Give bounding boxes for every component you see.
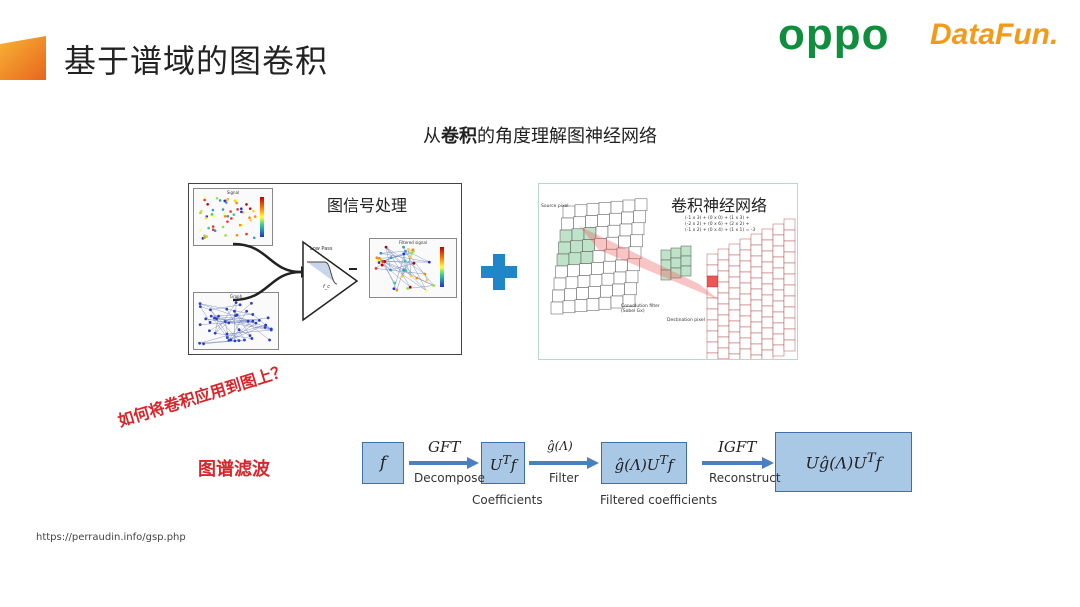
graph-thumb-label: Graph — [229, 294, 243, 299]
graph-signal-heading: 图信号处理 — [327, 196, 408, 215]
signal-thumb-label: Signal — [226, 190, 240, 195]
page-title: 基于谱域的图卷积 — [64, 42, 329, 80]
subtitle-bold: 卷积 — [441, 126, 477, 147]
filter-arrow-icon — [529, 457, 599, 469]
signal-thumbnail: Signal — [193, 188, 273, 246]
source-pixel-label: Source pixel — [541, 204, 569, 209]
formula-line-1: (-1 x 3) + (0 x 0) + (1 x 3) + — [685, 216, 750, 221]
pipeline-box-coefficients: UTf — [481, 442, 525, 484]
spectral-filtering-label: 图谱滤波 — [198, 459, 270, 480]
datafun-logo: DataFun. — [930, 18, 1059, 51]
destination-pixel-label: Destination pixel — [667, 318, 705, 323]
convolution-illustration — [550, 198, 796, 359]
cnn-heading: 卷积神经网络 — [671, 196, 768, 215]
low-pass-label: Low Pass — [310, 246, 333, 252]
cnn-panel: 卷积神经网络 Source pixel Convolution filter (… — [538, 183, 798, 360]
filtered-thumb-label: Filtered signal — [399, 240, 427, 245]
cutoff-label: f_c — [323, 284, 331, 290]
section-subtitle: 从卷积的角度理解图神经网络 — [0, 122, 1080, 148]
pipeline-box-2-text: UTf — [489, 452, 517, 474]
graph-thumbnail: Graph — [193, 292, 279, 350]
filtered-coefficients-caption: Filtered coefficients — [600, 493, 718, 507]
formula-line-2: (-2 x 2) + (0 x 6) + (2 x 2) + — [685, 222, 750, 227]
filtered-signal-image — [374, 245, 444, 293]
igft-label: IGFT — [718, 438, 757, 456]
reconstruct-label: Reconstruct — [709, 471, 781, 485]
filter-label: Filter — [549, 471, 579, 485]
plus-icon — [481, 254, 517, 290]
pipeline-box-signal: f — [362, 442, 404, 484]
title-accent-icon — [0, 36, 46, 80]
oppo-logo: oppo — [778, 10, 890, 59]
conv-filter-label: Convolution filter (Sobel Gx) — [621, 304, 660, 314]
pipeline-box-3-text: ĝ(Λ)UTf — [614, 452, 674, 474]
formula-line-3: (-1 x 2) + (0 x 4) + (1 x 1) = -3 — [685, 228, 756, 233]
pipeline-box-1-text: f — [379, 453, 387, 473]
subtitle-suffix: 的角度理解图神经网络 — [477, 126, 657, 147]
filter-func-label: ĝ(Λ) — [547, 439, 573, 453]
pipeline-box-4-text: Uĝ(Λ)UTf — [805, 451, 882, 473]
low-pass-filter-icon — [302, 240, 359, 322]
gft-arrow-icon — [409, 457, 479, 469]
merge-arrows-icon — [232, 242, 309, 302]
subtitle-prefix: 从 — [423, 126, 441, 147]
decompose-label: Decompose — [414, 471, 485, 485]
igft-arrow-icon — [702, 457, 774, 469]
formula-text: (-1 x 3) + (0 x 0) + (1 x 3) + (-2 x 2) … — [685, 216, 755, 234]
gft-label: GFT — [428, 438, 461, 456]
pipeline-box-reconstructed: Uĝ(Λ)UTf — [775, 432, 912, 492]
source-url: https://perraudin.info/gsp.php — [36, 532, 186, 543]
signal-scatter-image — [199, 196, 264, 240]
graph-network-image — [198, 301, 273, 346]
output-arrow — [349, 268, 357, 270]
filtered-signal-thumbnail: Filtered signal — [369, 238, 457, 298]
pipeline-box-filtered: ĝ(Λ)UTf — [601, 442, 687, 484]
question-text: 如何将卷积应用到图上？ — [115, 360, 290, 431]
coefficients-caption: Coefficients — [472, 493, 543, 507]
graph-signal-processing-panel: 图信号处理 Signal Graph Low Pass f_c Filtered… — [188, 183, 462, 355]
